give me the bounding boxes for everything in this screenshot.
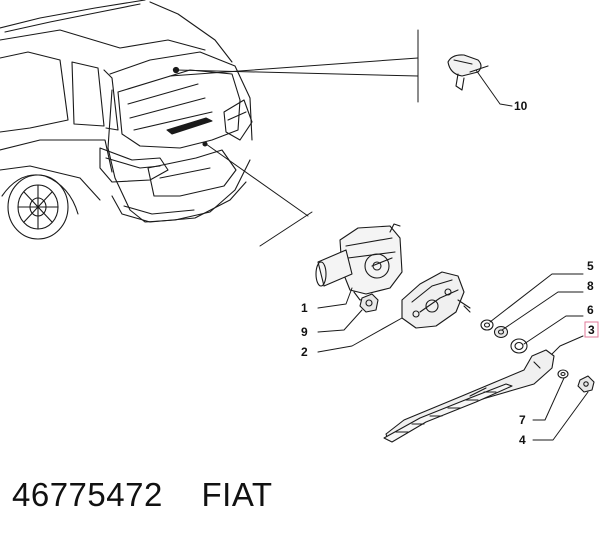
motor-nut-part — [359, 293, 379, 313]
callout-6: 6 — [587, 303, 594, 317]
callout-labels: 10 5 8 6 3 1 9 2 7 4 — [301, 99, 599, 447]
callout-2: 2 — [301, 345, 308, 359]
callout-leaders — [317, 69, 589, 441]
wiper-motor-part — [315, 223, 403, 301]
leader-lines — [169, 29, 419, 247]
callout-5: 5 — [587, 259, 594, 273]
callout-8: 8 — [587, 279, 594, 293]
part-number: 46775472 — [12, 476, 163, 513]
washer-parts — [480, 319, 528, 354]
arm-fastener-parts — [557, 369, 595, 393]
motor-cover-part — [401, 271, 471, 329]
callout-10: 10 — [514, 99, 528, 113]
callout-7: 7 — [519, 413, 526, 427]
callout-3: 3 — [588, 323, 595, 337]
callout-9: 9 — [301, 325, 308, 339]
wiper-arm-part — [383, 349, 555, 443]
callout-4: 4 — [519, 433, 526, 447]
callout-3-highlight — [584, 321, 599, 338]
washer-nozzle-part — [447, 54, 489, 91]
car-illustration — [0, 0, 253, 240]
brand-name: FIAT — [201, 476, 273, 513]
part-caption: 46775472 FIAT — [12, 476, 273, 514]
callout-1: 1 — [301, 301, 308, 315]
